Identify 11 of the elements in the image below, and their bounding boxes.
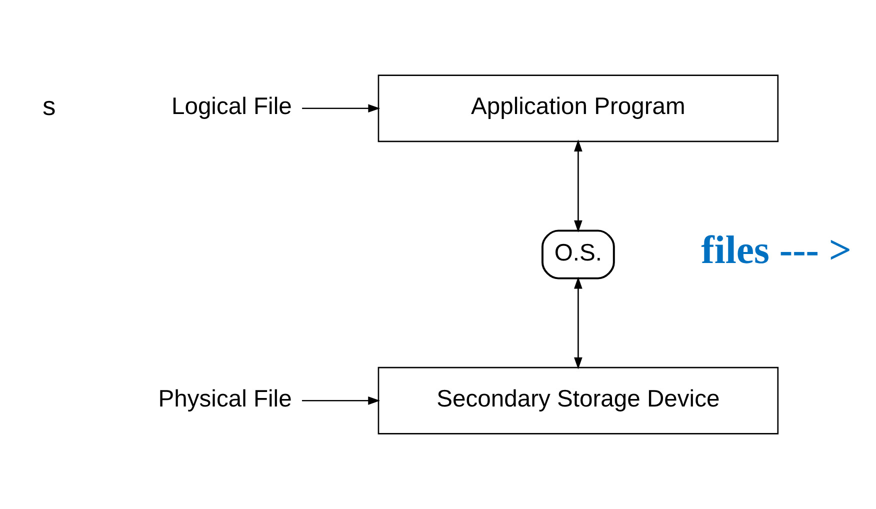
label: files --- > [701,228,852,272]
arrow [302,104,380,113]
node-box: Secondary Storage Device [378,366,779,434]
node-box: O.S. [542,230,615,280]
arrow [574,276,582,370]
arrow [302,396,380,405]
arrow [574,140,582,232]
node-text: Physical File [158,385,292,412]
node-text: Logical File [171,93,292,120]
label: s [42,90,56,121]
node-box: Application Program [378,74,779,142]
